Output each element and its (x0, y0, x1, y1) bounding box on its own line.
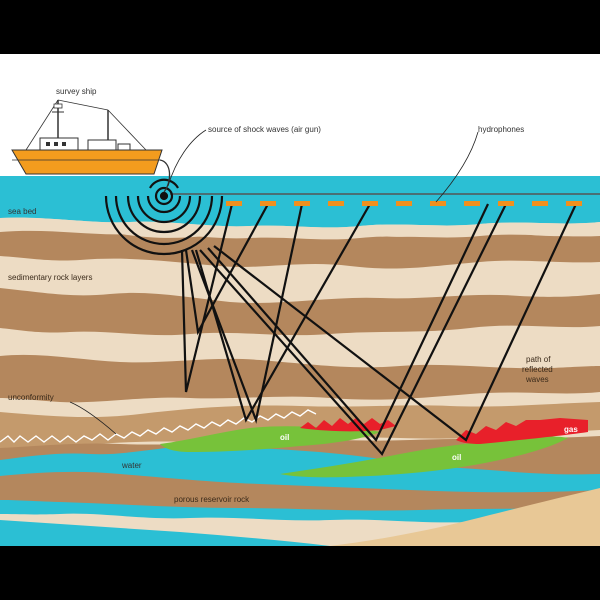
leader-source (167, 129, 207, 187)
sea-bed (0, 217, 600, 240)
hydrophone-icon (294, 201, 310, 206)
ship-cabin (39, 137, 79, 151)
label-water: water (121, 461, 142, 470)
label-survey-ship: survey ship (56, 87, 97, 96)
shock-ring-5 (114, 195, 214, 246)
leader-lines (69, 129, 479, 435)
reflected-wave-paths (180, 203, 577, 456)
unconformity-line (0, 409, 317, 443)
sand-wedge (330, 488, 600, 546)
hydrophones (226, 201, 582, 206)
shock-wave-arcs (104, 178, 224, 256)
hydrophone-icon (226, 201, 242, 206)
hydrophone-icon (532, 201, 548, 206)
shock-ring-6 (104, 195, 224, 256)
shock-ring-2 (146, 178, 182, 214)
oil-deposit-left (160, 426, 380, 452)
label-porous: porous reservoir rock (174, 495, 250, 504)
wave-path-1 (180, 203, 234, 393)
gas-deposit (300, 418, 588, 444)
label-gas: gas (564, 425, 578, 434)
label-path-2: reflected (522, 365, 553, 374)
wave-path-6 (213, 203, 577, 442)
porous-rock-band (0, 471, 600, 511)
label-source: source of shock waves (air gun) (208, 125, 321, 134)
label-unconformity: unconformity (8, 393, 54, 402)
hydrophone-icon (498, 201, 514, 206)
survey-ship (11, 99, 163, 175)
leader-unconformity (69, 401, 117, 435)
tow-cable (159, 159, 171, 193)
shock-ring-4 (126, 195, 202, 234)
hydrophone-icon (396, 201, 412, 206)
leader-hydrophones (435, 131, 479, 203)
hydrophone-icon (328, 201, 344, 206)
oil-deposit-right (280, 436, 568, 478)
label-hydrophones: hydrophones (478, 125, 524, 134)
wave-path-7 (194, 203, 371, 423)
shock-ring-3 (136, 195, 192, 224)
ship-bridge (87, 139, 117, 151)
wave-path-2 (184, 203, 269, 336)
label-path-1: path of (526, 355, 551, 364)
label-oil-left: oil (280, 433, 289, 442)
ship-hull (11, 149, 163, 175)
bottom-water (0, 520, 330, 546)
air-gun-icon (159, 191, 169, 201)
hydrophone-icon (362, 201, 378, 206)
hydrophone-icon (566, 201, 582, 206)
hydrophone-icon (464, 201, 480, 206)
shock-ring-1 (154, 186, 174, 206)
hydrophone-icon (260, 201, 276, 206)
label-path-3: waves (525, 375, 549, 384)
rock-band-3 (0, 354, 600, 403)
label-sea-bed: sea bed (8, 207, 36, 216)
wave-path-4 (199, 203, 507, 456)
label-sedimentary: sedimentary rock layers (8, 273, 92, 282)
label-oil-right: oil (452, 453, 461, 462)
wave-path-5 (207, 203, 489, 442)
hydrophone-icon (430, 201, 446, 206)
unconformity-band (0, 402, 600, 448)
rock-band-1 (0, 222, 600, 269)
